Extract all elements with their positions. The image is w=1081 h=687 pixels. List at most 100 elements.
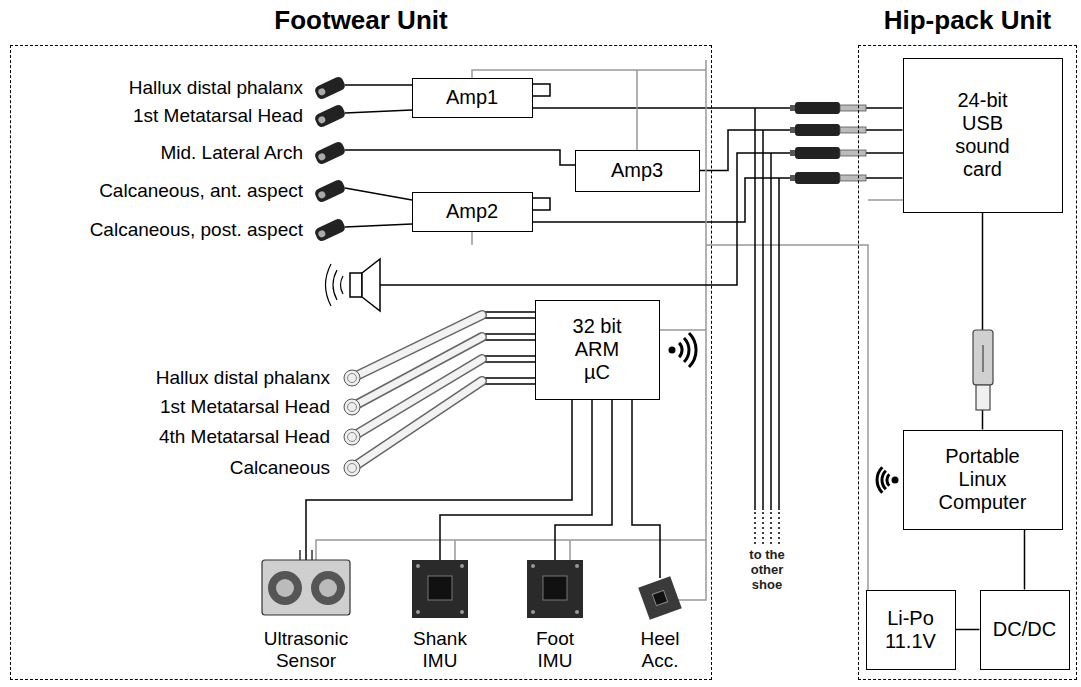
signal-wire [632, 400, 660, 578]
component-box: Amp1 [412, 78, 533, 118]
component-box: 32 bit ARM µC [535, 300, 660, 400]
signal-wire [533, 198, 550, 210]
module-label: Ultrasonic Sensor [251, 628, 361, 672]
sensor-module [416, 564, 420, 568]
speaker-symbol [341, 276, 344, 294]
sensor-module [262, 550, 682, 620]
piezo-sensor [313, 140, 346, 165]
signal-wire [770, 153, 772, 510]
sensor-module [575, 564, 579, 568]
sensor-module [319, 579, 337, 597]
sensor-label: Hallux distal phalanx [13, 77, 303, 99]
wireless-symbol [669, 333, 899, 493]
force-sensor [352, 381, 482, 468]
piezo-sensor [317, 152, 326, 161]
usb-plug [973, 330, 993, 410]
component-box: Li-Po 11.1V [866, 590, 956, 670]
audio-jack [840, 127, 866, 133]
signal-connector [1024, 530, 1026, 590]
sensor-module [428, 576, 452, 600]
power-line [706, 245, 868, 590]
sensor-label: Calcaneous, ant. aspect [13, 180, 303, 202]
signal-wire [345, 84, 412, 86]
signal-connector [700, 130, 903, 171]
power-line [316, 540, 706, 560]
signal-wire [482, 383, 535, 385]
dotted-wire [754, 512, 756, 544]
force-sensor [348, 433, 357, 442]
audio-jack [795, 172, 840, 184]
sensor-module [460, 564, 464, 568]
box-label: Portable Linux Computer [933, 445, 1033, 514]
dotted-wire [755, 512, 779, 544]
sensor-module [416, 610, 420, 614]
force-sensor [344, 460, 360, 476]
piezo-sensor [313, 217, 346, 242]
signal-wire [345, 224, 412, 227]
force-sensor [344, 315, 482, 476]
power-line [569, 540, 571, 560]
box-label: Amp1 [446, 86, 498, 109]
signal-wire [482, 355, 535, 357]
speaker-symbol [326, 259, 381, 311]
sensor-module [652, 590, 667, 605]
component-box: DC/DC [980, 590, 1070, 670]
speaker-symbol [362, 259, 380, 311]
sensor-label: Calcaneous [30, 457, 330, 479]
sensor-module [638, 576, 682, 620]
piezo-sensor [313, 103, 346, 128]
signal-wire [306, 84, 903, 578]
usb-plug [982, 345, 983, 372]
wireless-symbol [689, 333, 696, 367]
force-sensor [348, 464, 357, 473]
piezo-sensor [313, 103, 346, 128]
power-line [868, 199, 903, 201]
sensor-label: 1st Metatarsal Head [13, 105, 303, 127]
box-label: DC/DC [993, 618, 1056, 641]
usb-plug [976, 385, 990, 410]
unit-region: Footwear UnitAmp1Amp3Amp232 bit ARM µC [10, 45, 712, 680]
signal-wire [482, 339, 535, 341]
signal-wire [482, 317, 535, 319]
sensor-module [460, 610, 464, 614]
note-label: to the other shoe [741, 548, 793, 593]
signal-wire [754, 108, 756, 510]
signal-wire [345, 110, 412, 113]
force-sensor [344, 399, 360, 415]
component-box: Portable Linux Computer [903, 430, 1063, 530]
sensor-label: 1st Metatarsal Head [30, 396, 330, 418]
audio-jack [795, 124, 840, 136]
piezo-sensor [313, 75, 346, 100]
piezo-sensor [313, 217, 346, 242]
sensor-module [311, 571, 345, 605]
piezo-sensor [313, 140, 346, 165]
signal-wire [345, 150, 575, 165]
sensor-module [311, 550, 313, 560]
wireless-symbol [882, 471, 886, 489]
audio-jack [840, 105, 866, 111]
power-line [316, 60, 903, 600]
piezo-sensor [317, 115, 326, 124]
power-line [660, 329, 706, 331]
box-label: Li-Po 11.1V [881, 607, 941, 653]
sensor-module [531, 564, 535, 568]
unit-heading: Hip-pack Unit [859, 5, 1076, 35]
box-label: 24-bit USB sound card [948, 89, 1018, 181]
sensor-module [527, 560, 583, 618]
sensor-module [543, 576, 567, 600]
wireless-symbol [669, 347, 676, 354]
module-label: Heel Acc. [630, 628, 690, 672]
wireless-symbol [887, 474, 889, 485]
audio-jack [790, 102, 866, 184]
audio-jack [840, 175, 866, 181]
box-label: Amp2 [446, 200, 498, 223]
piezo-sensor [317, 87, 326, 96]
signal-wire [482, 377, 535, 379]
sensor-module [638, 576, 682, 620]
piezo-sensor [313, 75, 346, 100]
signal-wire [482, 361, 535, 363]
signal-wire [762, 130, 764, 510]
force-sensor [344, 429, 360, 445]
signal-wire [533, 84, 550, 96]
sensor-module [412, 560, 468, 618]
